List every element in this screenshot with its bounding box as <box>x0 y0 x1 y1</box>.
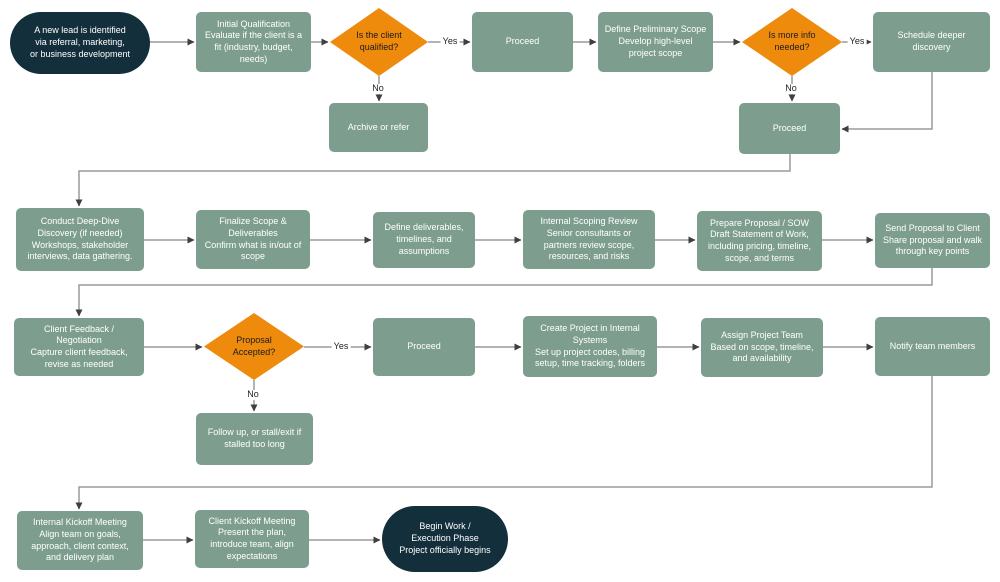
edge-label-no-qualified: No <box>370 83 386 94</box>
finalize-scope-node[interactable]: Finalize Scope & Deliverables Confirm wh… <box>196 210 310 269</box>
follow-up-node[interactable]: Follow up, or stall/exit if stalled too … <box>196 413 313 465</box>
edge-proceed2-to-deep-dive <box>75 154 791 207</box>
client-feedback-node[interactable]: Client Feedback / Negotiation Capture cl… <box>14 318 144 376</box>
edge-label-no-more-info: No <box>783 83 799 94</box>
edge-label-yes-accepted: Yes <box>331 341 351 352</box>
proceed-2-node[interactable]: Proceed <box>739 103 840 154</box>
edge-label-no-accepted: No <box>245 389 261 400</box>
schedule-deeper-discovery-node[interactable]: Schedule deeper discovery <box>873 12 990 72</box>
edge-send-to-feedback <box>75 268 933 317</box>
define-deliverables-node[interactable]: Define deliverables, timelines, and assu… <box>373 212 475 268</box>
initial-qualification-node[interactable]: Initial Qualification Evaluate if the cl… <box>196 12 311 72</box>
edge-discovery-to-proceed2 <box>841 72 933 133</box>
notify-team-members-node[interactable]: Notify team members <box>875 317 990 376</box>
send-proposal-node[interactable]: Send Proposal to Client Share proposal a… <box>875 213 990 268</box>
end-node[interactable]: Begin Work / Execution Phase Project off… <box>382 506 508 572</box>
proceed-3-node[interactable]: Proceed <box>373 318 475 376</box>
prepare-proposal-node[interactable]: Prepare Proposal / SOW Draft Statement o… <box>697 211 822 271</box>
start-node[interactable]: A new lead is identified via referral, m… <box>10 12 150 74</box>
edge-label-yes-more-info: Yes <box>847 36 867 47</box>
conduct-deep-dive-node[interactable]: Conduct Deep-Dive Discovery (if needed) … <box>16 208 144 271</box>
create-project-node[interactable]: Create Project in Internal Systems Set u… <box>523 316 657 377</box>
internal-scoping-review-node[interactable]: Internal Scoping Review Senior consultan… <box>523 210 655 269</box>
proceed-1-node[interactable]: Proceed <box>472 12 573 72</box>
internal-kickoff-node[interactable]: Internal Kickoff Meeting Align team on g… <box>17 511 143 570</box>
define-preliminary-scope-node[interactable]: Define Preliminary Scope Develop high-le… <box>598 12 713 72</box>
client-kickoff-node[interactable]: Client Kickoff Meeting Present the plan,… <box>195 510 309 568</box>
archive-or-refer-node[interactable]: Archive or refer <box>329 103 428 152</box>
assign-project-team-node[interactable]: Assign Project Team Based on scope, time… <box>701 318 823 377</box>
edge-notify-to-internal-kickoff <box>75 376 933 510</box>
edge-label-yes-qualified: Yes <box>440 36 460 47</box>
